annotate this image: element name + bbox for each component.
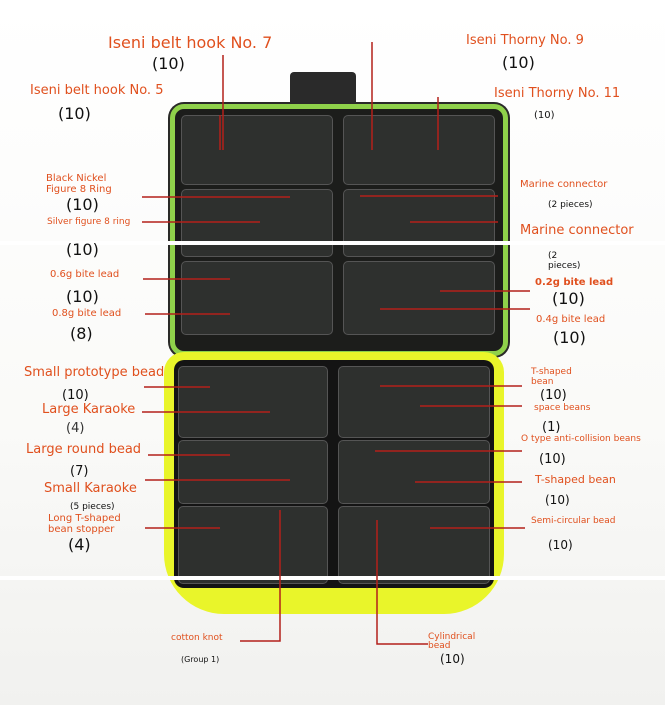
count-t-shaped-bean-1: (10) — [540, 388, 567, 403]
count-space-beans: (1) — [542, 420, 561, 435]
count-0-2g-bite-lead: (10) — [552, 289, 585, 308]
count-cylindrical-bead: (10) — [440, 652, 465, 666]
label-iseni-belt-hook-7: Iseni belt hook No. 7 — [108, 33, 273, 52]
label-0-4g-bite-lead: 0.4g bite lead — [536, 314, 606, 325]
count-iseni-belt-hook-7: (10) — [152, 54, 185, 73]
label-small-karaoke: Small Karaoke — [44, 481, 137, 496]
count-0-6g-bite-lead: (10) — [66, 287, 99, 306]
label-iseni-belt-hook-5: Iseni belt hook No. 5 — [30, 83, 164, 98]
label-small-prototype-bead: Small prototype bead — [24, 365, 165, 380]
label-marine-connector-2: Marine connector — [520, 223, 634, 238]
label-space-beans: space beans — [534, 403, 591, 413]
label-long-t-shaped-bean-stopper: Long T-shaped bean stopper — [48, 513, 121, 535]
count-iseni-thorny-9: (10) — [502, 53, 535, 72]
count-long-t-shaped-bean-stopper: (4) — [68, 535, 91, 554]
count-o-type-anti-collision-beans: (10) — [539, 452, 566, 467]
label-cylindrical-bead: Cylindrical bead — [428, 632, 476, 651]
label-large-karaoke: Large Karaoke — [42, 402, 136, 417]
label-iseni-thorny-11: Iseni Thorny No. 11 — [494, 86, 621, 101]
count-silver-figure-8-ring: (10) — [66, 240, 99, 259]
count-0-4g-bite-lead: (10) — [553, 328, 586, 347]
label-marine-connector-1: Marine connector — [520, 179, 608, 190]
count-cotton-knot: (Group 1) — [181, 655, 220, 664]
label-0-2g-bite-lead: 0.2g bite lead — [535, 277, 614, 288]
image-seam — [0, 241, 665, 245]
count-small-prototype-bead: (10) — [62, 388, 89, 403]
count-0-8g-bite-lead: (8) — [70, 324, 93, 343]
label-t-shaped-bean-1: T-shaped bean — [531, 367, 572, 387]
count-marine-connector-2: (2 pieces) — [548, 251, 581, 271]
label-black-nickel-figure-8-ring: Black Nickel Figure 8 Ring — [46, 173, 112, 195]
count-large-karaoke: (4) — [66, 421, 85, 436]
count-black-nickel-figure-8-ring: (10) — [66, 195, 99, 214]
lower-tackle-tray — [174, 360, 494, 588]
count-iseni-belt-hook-5: (10) — [58, 104, 91, 123]
count-iseni-thorny-11: (10) — [534, 110, 555, 121]
count-marine-connector-1: (2 pieces) — [548, 200, 593, 210]
count-t-shaped-bean-2: (10) — [545, 493, 570, 507]
label-0-8g-bite-lead: 0.8g bite lead — [52, 308, 122, 319]
image-seam — [0, 576, 665, 580]
label-iseni-thorny-9: Iseni Thorny No. 9 — [466, 33, 584, 48]
label-cotton-knot: cotton knot — [171, 633, 223, 643]
label-o-type-anti-collision-beans: O type anti-collision beans — [521, 434, 641, 444]
lid-handle — [290, 72, 356, 108]
count-small-karaoke: (5 pieces) — [70, 502, 115, 512]
count-semi-circular-bead: (10) — [548, 538, 573, 552]
label-semi-circular-bead: Semi-circular bead — [531, 516, 616, 526]
label-large-round-bead: Large round bead — [26, 442, 142, 457]
upper-tackle-tray — [170, 104, 508, 356]
count-large-round-bead: (7) — [70, 464, 89, 479]
label-silver-figure-8-ring: Silver figure 8 ring — [47, 217, 131, 227]
label-t-shaped-bean-2: T-shaped bean — [535, 473, 616, 486]
label-0-6g-bite-lead: 0.6g bite lead — [50, 269, 120, 280]
